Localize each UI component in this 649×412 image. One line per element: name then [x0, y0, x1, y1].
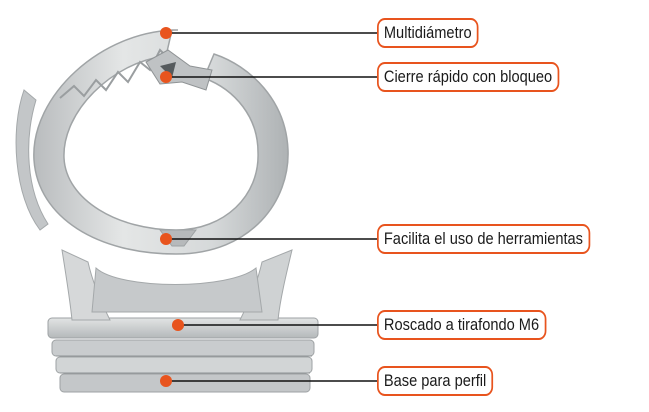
dot-multidiametro [160, 27, 172, 39]
callout-base-perfil: Base para perfil [377, 366, 494, 396]
dot-herramientas [160, 233, 172, 245]
callout-multidiametro: Multidiámetro [377, 18, 479, 48]
clamp-ring [15, 29, 289, 255]
clamp-base [47, 317, 319, 393]
callout-facilita-herramientas: Facilita el uso de herramientas [377, 224, 590, 254]
callout-cierre-rapido: Cierre rápido con bloqueo [377, 62, 559, 92]
dot-base [160, 375, 172, 387]
callout-roscado-m6: Roscado a tirafondo M6 [377, 310, 546, 340]
clamp-saddle [61, 249, 293, 330]
dot-roscado [172, 319, 184, 331]
callout-dots [160, 27, 184, 387]
leader-lines [168, 32, 377, 382]
dot-cierre [160, 71, 172, 83]
